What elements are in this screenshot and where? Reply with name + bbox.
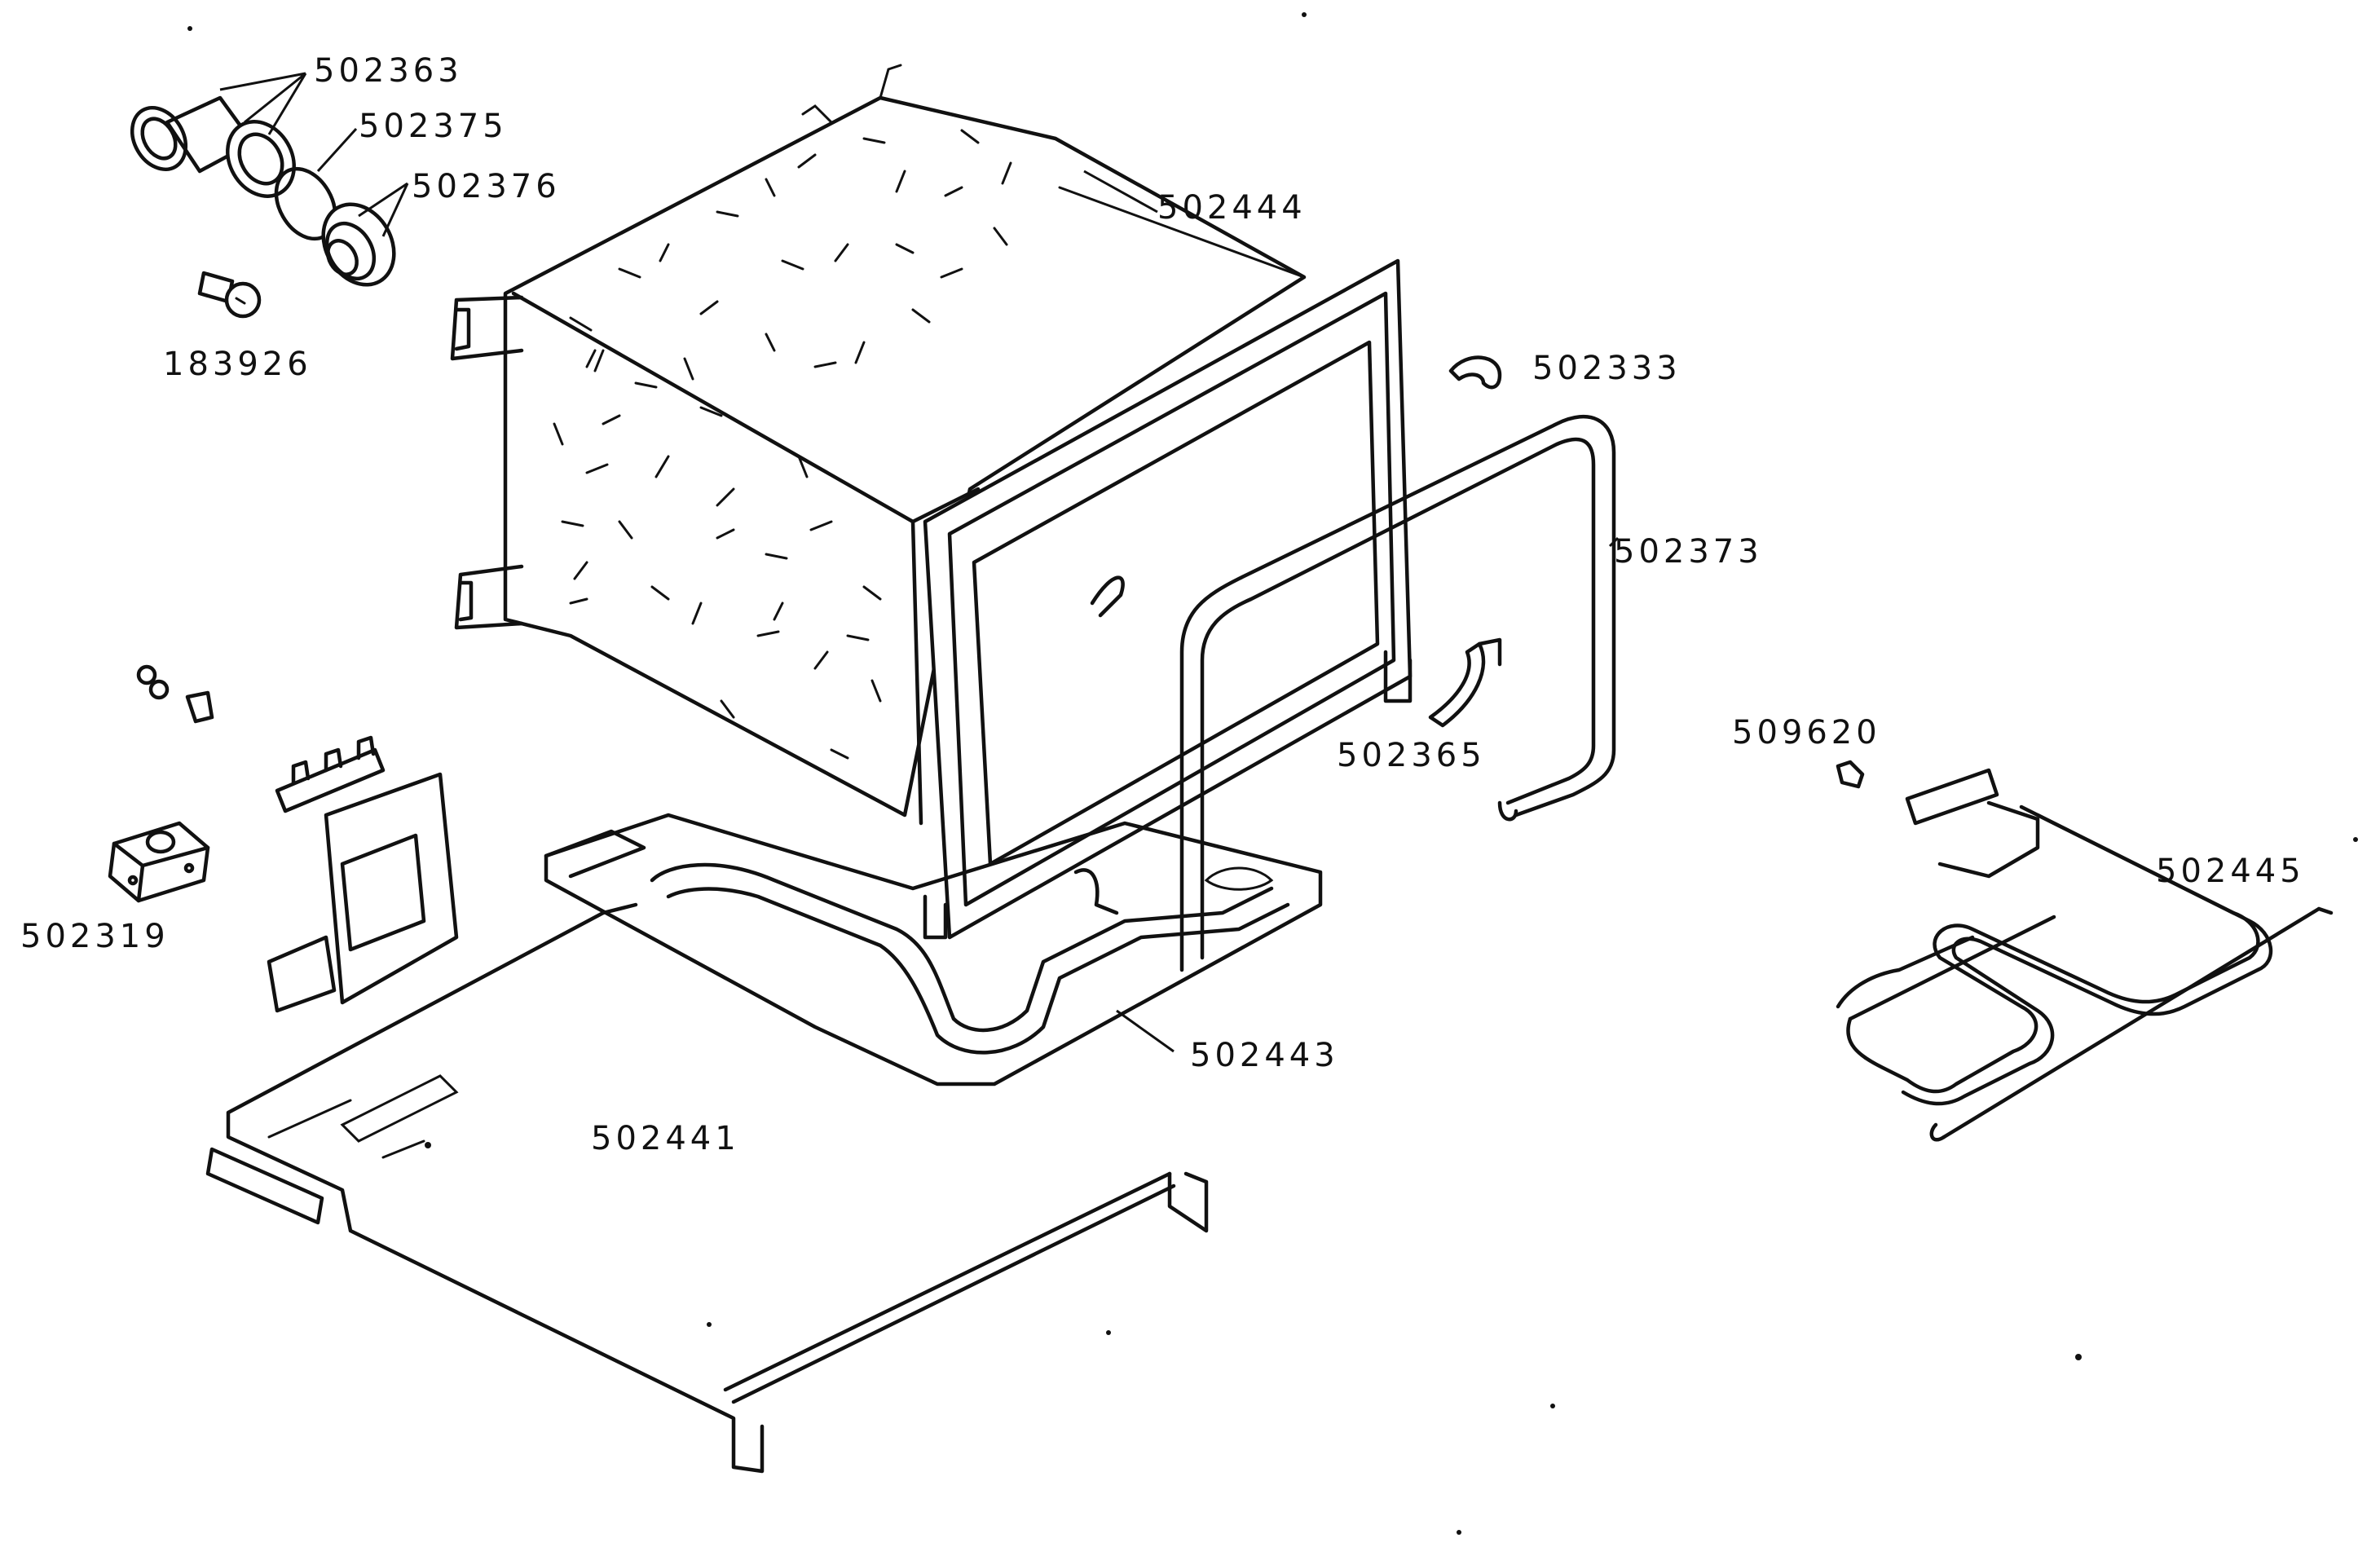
leader-502444 <box>1083 170 1158 214</box>
grill-heating-element-502445 <box>1836 768 2334 1142</box>
leader-502363 <box>219 72 307 135</box>
label-502375: 502375 <box>359 108 508 145</box>
label-502333: 502333 <box>1532 350 1681 387</box>
door-seal-gasket-502373 <box>1179 414 1616 972</box>
grill-clip-509620 <box>1836 760 1865 789</box>
label-509620: 509620 <box>1732 714 1881 751</box>
clip-502333 <box>1448 355 1502 390</box>
terminal-block-502319 <box>108 821 210 903</box>
label-502445: 502445 <box>2156 853 2305 890</box>
label-502363: 502363 <box>314 52 463 90</box>
leader-502376 <box>358 182 409 237</box>
switch-bracket-assembly <box>267 735 459 1013</box>
label-502444: 502444 <box>1157 189 1307 227</box>
leader-502375 <box>316 127 358 173</box>
label-502443: 502443 <box>1190 1037 1339 1074</box>
label-502319: 502319 <box>20 918 170 955</box>
label-502373: 502373 <box>1614 533 1763 571</box>
label-502441: 502441 <box>591 1120 740 1157</box>
lamp-holder-assembly <box>130 95 396 287</box>
leader-502443 <box>1116 1009 1175 1053</box>
label-502376: 502376 <box>412 168 561 205</box>
oven-cavity-insulated <box>450 64 1413 940</box>
screw-and-clip <box>136 664 214 724</box>
bottom-heating-element-502443 <box>544 813 1323 1086</box>
rack-support-502365 <box>1428 637 1502 728</box>
label-502365: 502365 <box>1337 737 1486 774</box>
lamp-bulb-icon <box>197 271 262 319</box>
leader-502373 <box>1608 536 1620 548</box>
label-183926: 183926 <box>163 346 312 383</box>
base-plate-502441 <box>205 902 1209 1474</box>
